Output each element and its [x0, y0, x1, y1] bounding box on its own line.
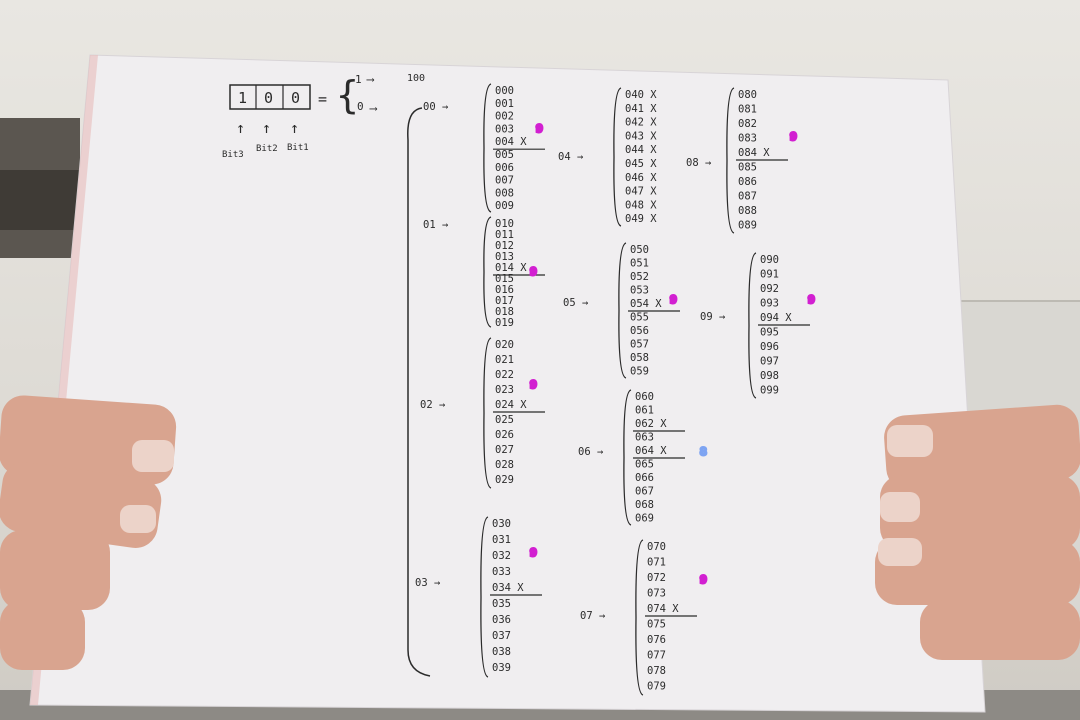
fingernail	[887, 425, 933, 457]
desk-edge	[0, 690, 1080, 720]
shelf-shadow	[0, 170, 80, 230]
finger	[0, 600, 85, 670]
fingernail	[120, 505, 156, 533]
finger	[0, 530, 110, 610]
finger	[920, 600, 1080, 660]
fingernail	[132, 440, 174, 472]
fingernail	[878, 538, 922, 566]
fingernail	[880, 492, 920, 522]
